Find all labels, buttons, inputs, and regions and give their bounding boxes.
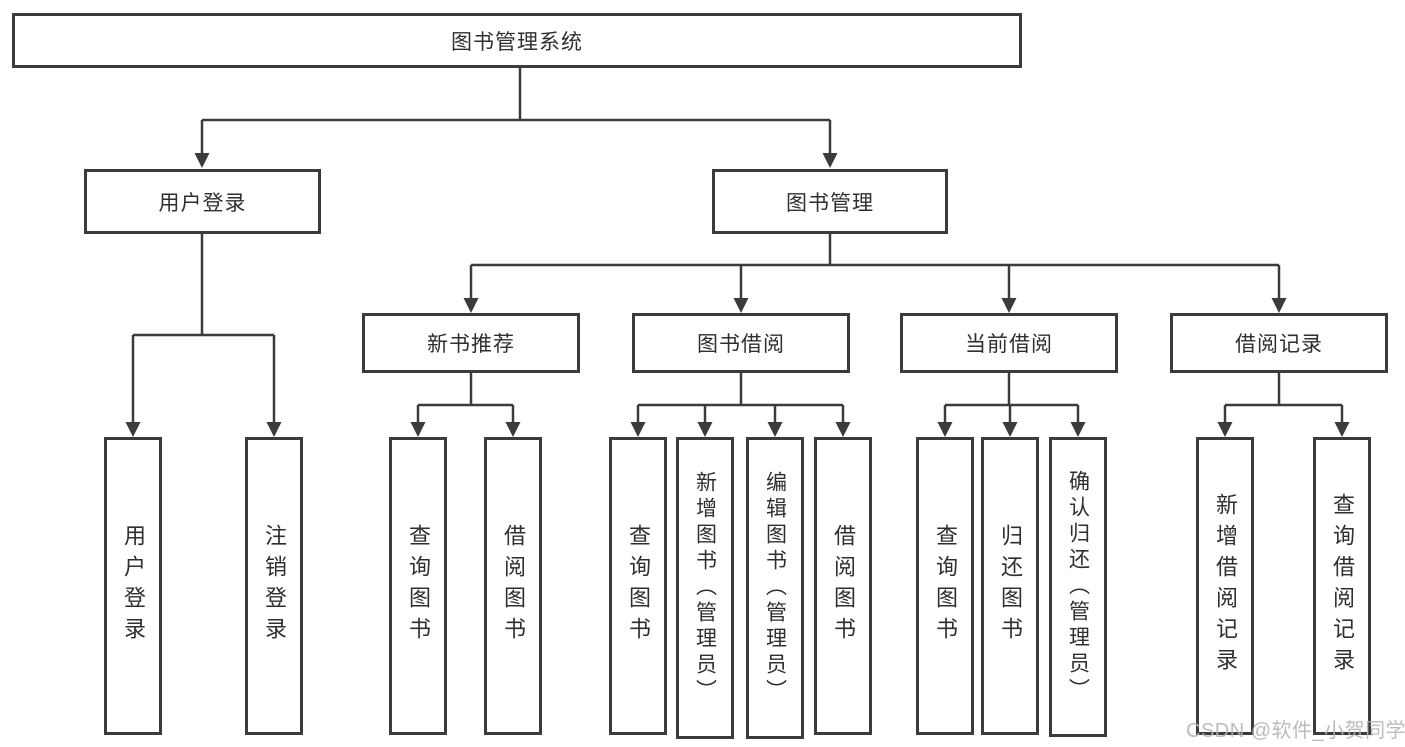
node-leaf-edit-books-admin: 编辑图书（管理员）: [746, 437, 804, 739]
node-leaf-query-books-2: 查询图书: [609, 437, 667, 735]
node-book-borrowing: 图书借阅: [632, 313, 850, 373]
node-new-book-recommend: 新书推荐: [362, 313, 580, 373]
node-leaf-borrow-books-1: 借阅图书: [484, 437, 542, 735]
node-library-management-system: 图书管理系统: [12, 13, 1022, 68]
node-leaf-query-books-3: 查询图书: [916, 437, 974, 735]
node-leaf-query-borrow-record: 查询借阅记录: [1313, 437, 1371, 735]
node-current-borrowing: 当前借阅: [900, 313, 1118, 373]
csdn-watermark: CSDN @软件_小贺同学: [1186, 720, 1405, 742]
node-leaf-add-books-admin: 新增图书（管理员）: [676, 437, 734, 739]
node-leaf-confirm-return-admin: 确认归还（管理员）: [1049, 437, 1107, 737]
node-book-management: 图书管理: [712, 169, 948, 234]
node-user-login: 用户登录: [84, 169, 321, 234]
node-borrowing-records: 借阅记录: [1170, 313, 1388, 373]
node-leaf-user-login: 用户登录: [104, 437, 162, 735]
node-leaf-add-borrow-record: 新增借阅记录: [1196, 437, 1254, 735]
node-leaf-logout: 注销登录: [245, 437, 303, 735]
node-leaf-borrow-books-2: 借阅图书: [814, 437, 872, 735]
node-leaf-return-books: 归还图书: [981, 437, 1039, 735]
node-leaf-query-books-1: 查询图书: [389, 437, 447, 735]
